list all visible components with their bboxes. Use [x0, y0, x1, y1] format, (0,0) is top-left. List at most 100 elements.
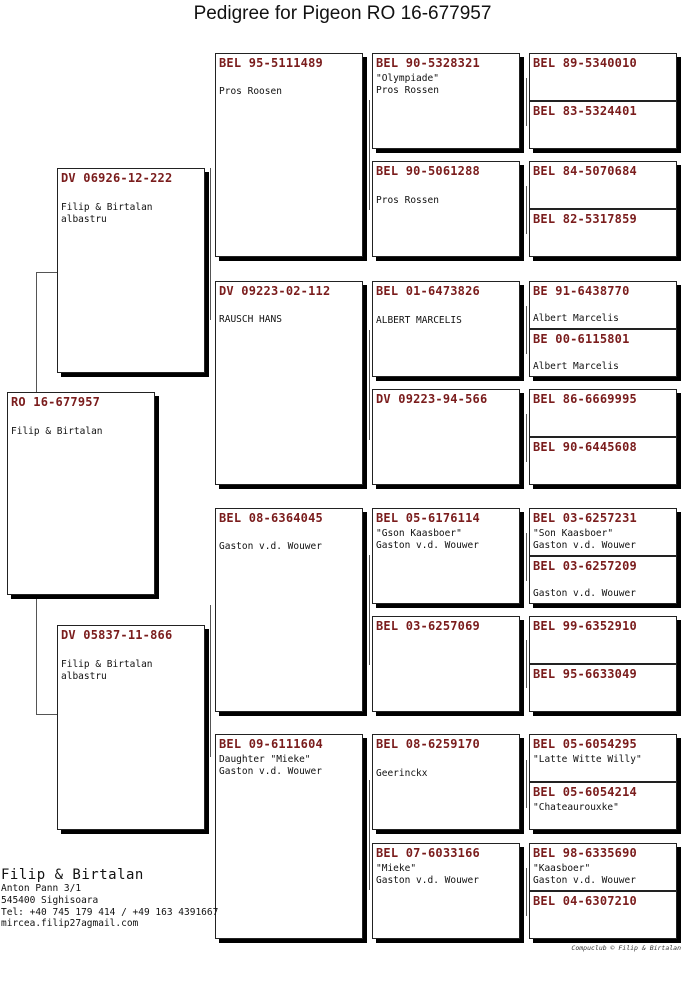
owner-address: Anton Pann 3/1: [1, 883, 82, 894]
pedigree-box-g14: BEL 05-6054214 "Chateaurouxke": [529, 782, 677, 830]
box-text: Daughter "Mieke" Gaston v.d. Wouwer: [219, 754, 322, 777]
connector: [369, 555, 370, 665]
ring-number: BEL 03-6257209: [533, 559, 637, 573]
ring-number: BEL 05-6176114: [376, 511, 480, 525]
ring-number: DV 06926-12-222: [61, 171, 173, 185]
pedigree-box-sdd: DV 09223-94-566: [372, 389, 520, 485]
pedigree-box-g3: BEL 84-5070684: [529, 161, 677, 209]
pedigree-box-g16: BEL 04-6307210: [529, 891, 677, 939]
pedigree-box-dd: BEL 09-6111604 Daughter "Mieke" Gaston v…: [215, 734, 363, 939]
footer-credit: Compuclub © Filip & Birtalan: [571, 944, 681, 952]
pedigree-box-ddd: BEL 07-6033166 "Mieke" Gaston v.d. Wouwe…: [372, 843, 520, 939]
pedigree-box-dsd: BEL 03-6257069: [372, 616, 520, 712]
ring-number: BEL 83-5324401: [533, 104, 637, 118]
pedigree-box-g7: BEL 86-6669995: [529, 389, 677, 437]
box-text: "Olympiade" Pros Rossen: [376, 73, 439, 96]
box-text: Geerinckx: [376, 768, 428, 779]
connector: [526, 868, 527, 916]
pedigree-box-dds: BEL 08-6259170 Geerinckx: [372, 734, 520, 830]
ring-number: BEL 90-5328321: [376, 56, 480, 70]
ring-number: DV 09223-94-566: [376, 392, 488, 406]
pedigree-box-g10: BEL 03-6257209 Gaston v.d. Wouwer: [529, 556, 677, 604]
ring-number: BEL 05-6054295: [533, 737, 637, 751]
ring-number: BEL 07-6033166: [376, 846, 480, 860]
ring-number: BEL 03-6257069: [376, 619, 480, 633]
pedigree-box-g11: BEL 99-6352910: [529, 616, 677, 664]
box-text: Gaston v.d. Wouwer: [219, 541, 322, 552]
box-text: "Kaasboer" Gaston v.d. Wouwer: [533, 863, 636, 886]
pedigree-box-sds: BEL 01-6473826 ALBERT MARCELIS: [372, 281, 520, 377]
connector: [369, 330, 370, 440]
ring-number: BE 91-6438770: [533, 284, 630, 298]
pedigree-box-g9: BEL 03-6257231 "Son Kaasboer" Gaston v.d…: [529, 508, 677, 556]
ring-number: BEL 86-6669995: [533, 392, 637, 406]
connector: [369, 780, 370, 890]
connector: [526, 414, 527, 462]
ring-number: BEL 04-6307210: [533, 894, 637, 908]
box-text: "Chateaurouxke": [533, 802, 619, 813]
pedigree-box-sss: BEL 90-5328321 "Olympiade" Pros Rossen: [372, 53, 520, 149]
box-text: Filip & Birtalan albastru: [61, 659, 153, 682]
pedigree-box-g12: BEL 95-6633049: [529, 664, 677, 712]
ring-number: BEL 90-6445608: [533, 440, 637, 454]
ring-number: BEL 82-5317859: [533, 212, 637, 226]
box-text: "Mieke" Gaston v.d. Wouwer: [376, 863, 479, 886]
pedigree-box-ss: BEL 95-5111489 Pros Roosen: [215, 53, 363, 257]
box-text: "Gson Kaasboer" Gaston v.d. Wouwer: [376, 528, 479, 551]
ring-number: BEL 84-5070684: [533, 164, 637, 178]
connector: [369, 100, 370, 210]
owner-city: 545400 Sighisoara: [1, 894, 99, 906]
ring-number: BEL 95-5111489: [219, 56, 323, 70]
ring-number: BEL 08-6259170: [376, 737, 480, 751]
connector: [526, 186, 527, 234]
ring-number: BEL 95-6633049: [533, 667, 637, 681]
connector: [36, 714, 58, 715]
page-title: Pedigree for Pigeon RO 16-677957: [193, 3, 492, 24]
ring-number: BEL 05-6054214: [533, 785, 637, 799]
pedigree-box-g1: BEL 89-5340010: [529, 53, 677, 101]
ring-number: BEL 98-6335690: [533, 846, 637, 860]
ring-number: DV 05837-11-866: [61, 628, 173, 642]
owner-name: Filip & Birtalan: [1, 867, 144, 883]
owner-phone: Tel: +40 745 179 414 / +49 163 4391667: [1, 906, 219, 918]
box-text: RAUSCH HANS: [219, 314, 282, 325]
pedigree-box-subject: RO 16-677957 Filip & Birtalan: [7, 392, 155, 595]
box-text: Filip & Birtalan: [11, 426, 103, 437]
pedigree-box-sd: DV 09223-02-112 RAUSCH HANS: [215, 281, 363, 485]
owner-block: Filip & Birtalan Anton Pann 3/1 545400 S…: [1, 867, 218, 930]
pedigree-box-dam: DV 05837-11-866 Filip & Birtalan albastr…: [57, 625, 205, 830]
box-text: Albert Marcelis: [533, 313, 619, 324]
pedigree-box-g13: BEL 05-6054295 "Latte Witte Willy": [529, 734, 677, 782]
connector: [526, 306, 527, 354]
ring-number: BEL 99-6352910: [533, 619, 637, 633]
ring-number: BE 00-6115801: [533, 332, 630, 346]
connector: [526, 760, 527, 808]
box-text: Filip & Birtalan albastru: [61, 202, 153, 225]
pedigree-box-g5: BE 91-6438770 Albert Marcelis: [529, 281, 677, 329]
pedigree-box-g6: BE 00-6115801 Albert Marcelis: [529, 329, 677, 377]
box-text: Pros Rossen: [376, 195, 439, 206]
box-text: Albert Marcelis: [533, 361, 619, 372]
ring-number: RO 16-677957: [11, 395, 101, 409]
box-text: Pros Roosen: [219, 86, 282, 97]
ring-number: BEL 09-6111604: [219, 737, 323, 751]
ring-number: BEL 01-6473826: [376, 284, 480, 298]
pedigree-box-dss: BEL 05-6176114 "Gson Kaasboer" Gaston v.…: [372, 508, 520, 604]
ring-number: BEL 90-5061288: [376, 164, 480, 178]
pedigree-box-g15: BEL 98-6335690 "Kaasboer" Gaston v.d. Wo…: [529, 843, 677, 891]
ring-number: BEL 03-6257231: [533, 511, 637, 525]
box-text: Gaston v.d. Wouwer: [533, 588, 636, 599]
connector: [36, 272, 58, 273]
connector: [526, 533, 527, 581]
owner-email: mircea.filip27agmail.com: [1, 918, 139, 930]
pedigree-box-sire: DV 06926-12-222 Filip & Birtalan albastr…: [57, 168, 205, 373]
ring-number: BEL 89-5340010: [533, 56, 637, 70]
pedigree-box-ssd: BEL 90-5061288 Pros Rossen: [372, 161, 520, 257]
ring-number: DV 09223-02-112: [219, 284, 331, 298]
connector: [210, 605, 211, 757]
pedigree-box-g8: BEL 90-6445608: [529, 437, 677, 485]
box-text: ALBERT MARCELIS: [376, 315, 462, 326]
pedigree-box-ds: BEL 08-6364045 Gaston v.d. Wouwer: [215, 508, 363, 712]
connector: [526, 78, 527, 126]
box-text: "Latte Witte Willy": [533, 754, 642, 765]
